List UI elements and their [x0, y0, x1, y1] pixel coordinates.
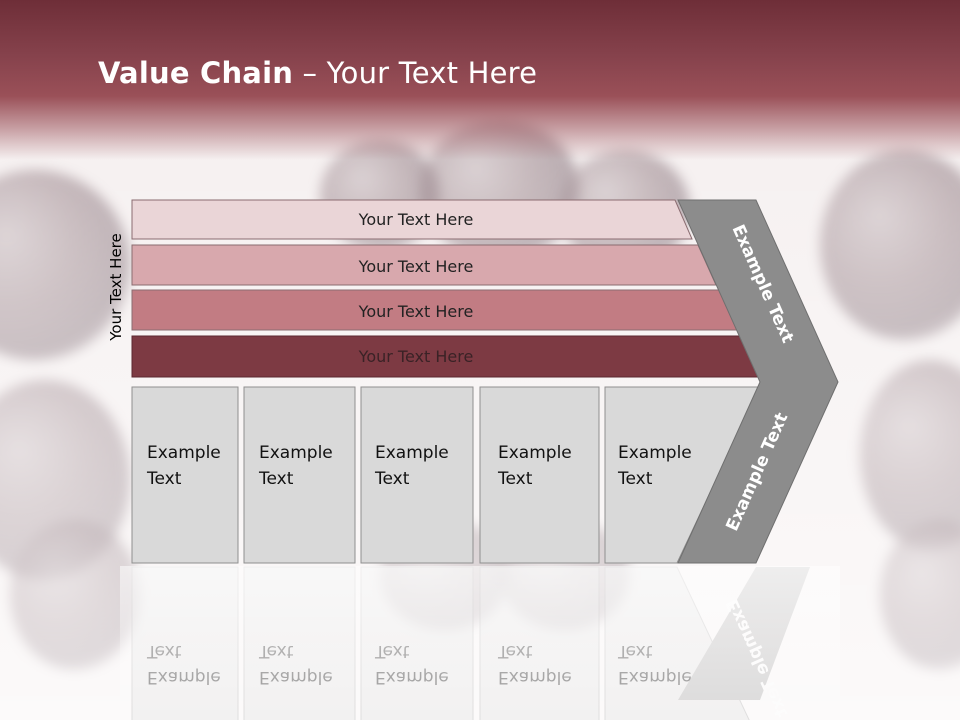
primary-column-1[interactable] [131, 386, 239, 564]
primary-column-1-line2: Text [146, 469, 182, 489]
primary-column-3-line2: Text [374, 469, 410, 489]
primary-column-5[interactable] [604, 386, 761, 564]
primary-column-2[interactable] [243, 386, 356, 564]
support-bar-3-label: Your Text Here [358, 302, 474, 321]
primary-column-3-line1: Example [375, 443, 449, 463]
title-bold: Value Chain [98, 56, 294, 90]
support-bar-1-label: Your Text Here [358, 210, 474, 229]
support-bar-1[interactable] [131, 199, 693, 240]
header-band [0, 0, 960, 160]
title-rest: – Your Text Here [293, 56, 538, 90]
support-bar-2-label: Your Text Here [358, 257, 474, 276]
reflection-fade [120, 566, 840, 720]
primary-column-3[interactable] [360, 386, 474, 564]
primary-column-1-line1: Example [147, 443, 221, 463]
primary-column-4-line2: Text [497, 469, 533, 489]
slide-title: Value Chain – Your Text Here [98, 56, 537, 90]
margin-arrow[interactable] [677, 199, 839, 564]
primary-column-2-line1: Example [259, 443, 333, 463]
primary-column-4-line1: Example [498, 443, 572, 463]
support-bar-4-label: Your Text Here [358, 347, 474, 366]
primary-column-4[interactable] [479, 386, 600, 564]
primary-column-2-line2: Text [258, 469, 294, 489]
primary-column-5-line2: Text [617, 469, 653, 489]
primary-column-5-line1: Example [618, 443, 692, 463]
